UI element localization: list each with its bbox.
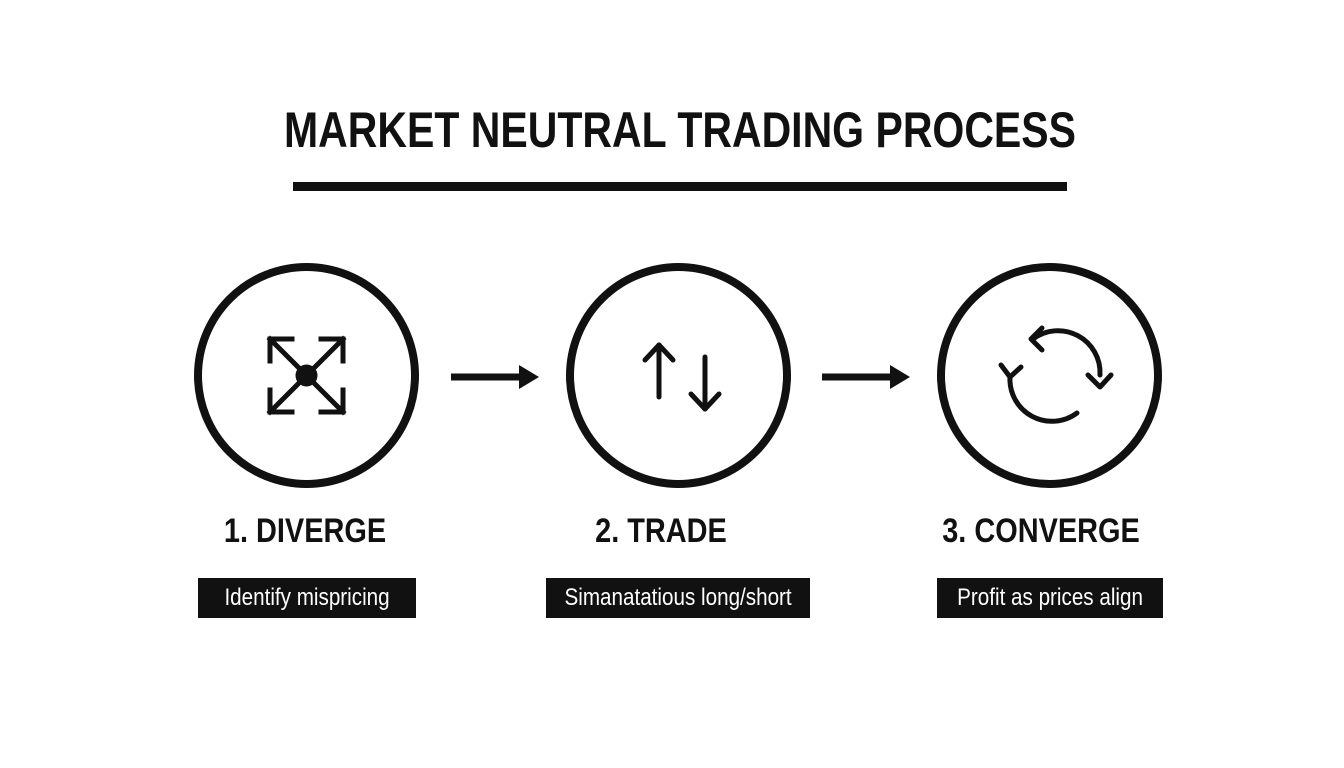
step-1-circle [194, 263, 419, 488]
step-2-description: Simanatatious long/short [546, 578, 810, 618]
step-3-description-text: Profit as prices align [957, 584, 1143, 611]
step-2-label: 2. TRADE [595, 512, 727, 550]
step-3-label: 3. CONVERGE [942, 512, 1140, 550]
arrow-1-to-2 [451, 365, 539, 389]
step-2-circle [566, 263, 791, 488]
step-1-label: 1. DIVERGE [223, 512, 387, 550]
diverge-arrows-icon [266, 335, 347, 416]
cycle-arrows-icon [998, 325, 1114, 424]
step-2-description-text: Simanatatious long/short [564, 584, 792, 611]
up-down-arrows-icon [642, 342, 722, 412]
arrow-2-to-3 [822, 365, 910, 389]
title-underline [293, 182, 1067, 191]
page-title: MARKET NEUTRAL TRADING PROCESS [284, 102, 1076, 158]
step-1-description: Identify mispricing [198, 578, 416, 618]
step-3-description: Profit as prices align [937, 578, 1163, 618]
step-3-circle [937, 263, 1162, 488]
step-1-description-text: Identify mispricing [224, 584, 390, 611]
